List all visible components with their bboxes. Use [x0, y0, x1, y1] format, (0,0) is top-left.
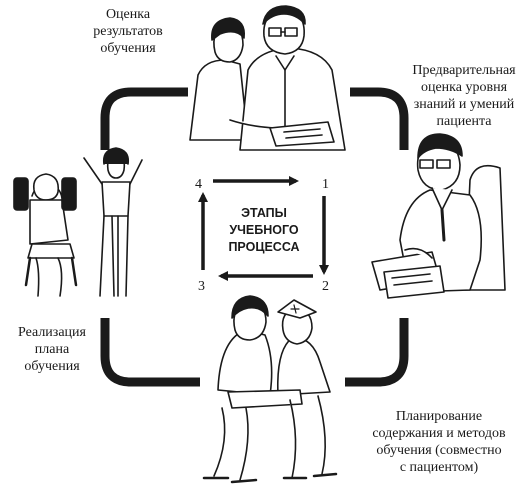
center-title: ЭТАПЫ УЧЕБНОГО ПРОЦЕССА: [228, 206, 300, 254]
step-number-2: 2: [322, 279, 329, 294]
cycle-frame: [100, 87, 409, 387]
doctor-writing-at-desk-illustration: [371, 133, 506, 299]
label-implementation: Реализация плана обучения: [18, 325, 86, 374]
frame-corner-bottom-right: [345, 318, 409, 387]
central-arrows: [198, 176, 329, 281]
frame-corner-top-left: [100, 87, 188, 150]
frame-corner-top-right: [350, 87, 409, 150]
label-evaluation: Оценка результатов обучения: [93, 7, 163, 56]
step-number-1: 1: [322, 177, 329, 192]
step-number-3: 3: [198, 279, 205, 294]
label-planning: Планирование содержания и методов обучен…: [372, 409, 506, 475]
frame-corner-bottom-left: [100, 318, 200, 387]
label-preliminary-assessment: Предварительная оценка уровня знаний и у…: [412, 63, 516, 129]
patients-exercising-illustration: [13, 147, 143, 297]
nurse-and-patient-reading-illustration: [202, 295, 338, 484]
teacher-and-student-reviewing-papers-illustration: [189, 5, 346, 151]
step-number-4: 4: [195, 177, 202, 192]
